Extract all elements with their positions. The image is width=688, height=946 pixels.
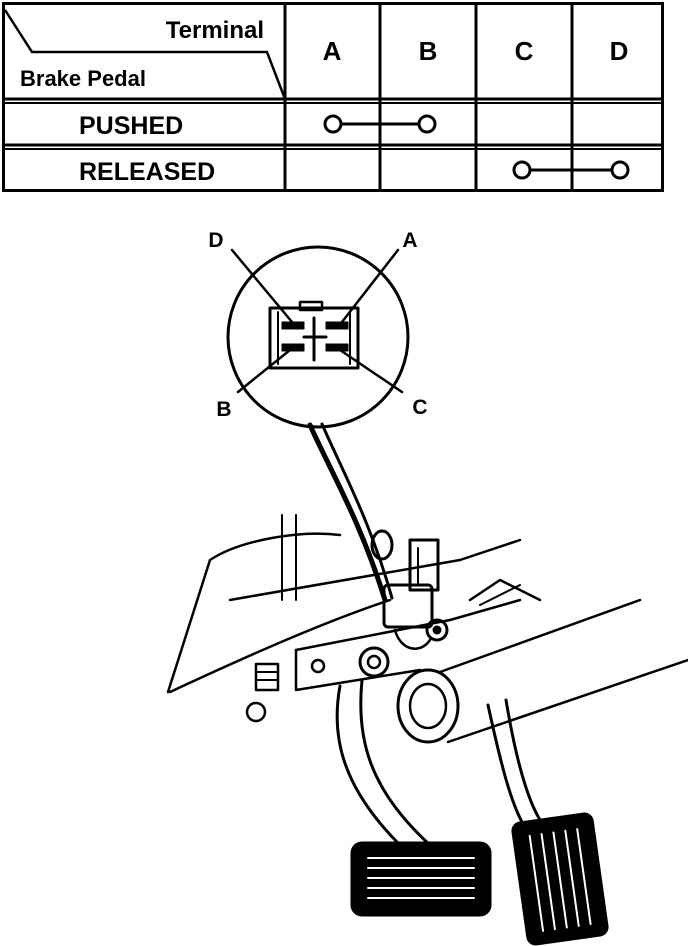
pedal-bracket xyxy=(166,532,542,723)
terminal-d-header: D xyxy=(610,36,629,66)
header-diagonal xyxy=(3,9,287,100)
accelerator-pedal xyxy=(486,698,609,946)
table-border xyxy=(2,2,664,192)
brake-switch-illustration: D A B C xyxy=(166,229,688,946)
pedal-pivot-tube xyxy=(358,598,688,744)
terminal-b-slot xyxy=(281,343,305,352)
brake-pedal xyxy=(335,678,492,917)
continuity-pushed-a-b xyxy=(323,114,437,134)
header-terminal-label: Terminal xyxy=(166,17,264,44)
terminal-b-header: B xyxy=(419,36,438,66)
terminal-a-slot xyxy=(325,321,349,330)
connector-label-c: C xyxy=(412,396,427,419)
connector-label-a: A xyxy=(402,229,417,252)
connector-closeup xyxy=(226,245,410,429)
connector-label-b: B xyxy=(216,398,231,421)
terminal-d-slot xyxy=(281,321,305,330)
continuity-table: Terminal Brake Pedal A B C D PUSHED RELE… xyxy=(2,2,664,192)
connector-label-d: D xyxy=(208,229,223,252)
row-pushed-label: PUSHED xyxy=(79,112,183,140)
continuity-released-c-d xyxy=(512,160,630,180)
terminal-c-slot xyxy=(325,343,349,352)
terminal-a-header: A xyxy=(323,36,342,66)
row-released-label: RELEASED xyxy=(79,158,215,186)
brake-light-switch xyxy=(382,538,449,650)
header-pedal-label: Brake Pedal xyxy=(20,66,146,91)
harness-cable xyxy=(307,422,388,603)
terminal-c-header: C xyxy=(515,36,534,66)
